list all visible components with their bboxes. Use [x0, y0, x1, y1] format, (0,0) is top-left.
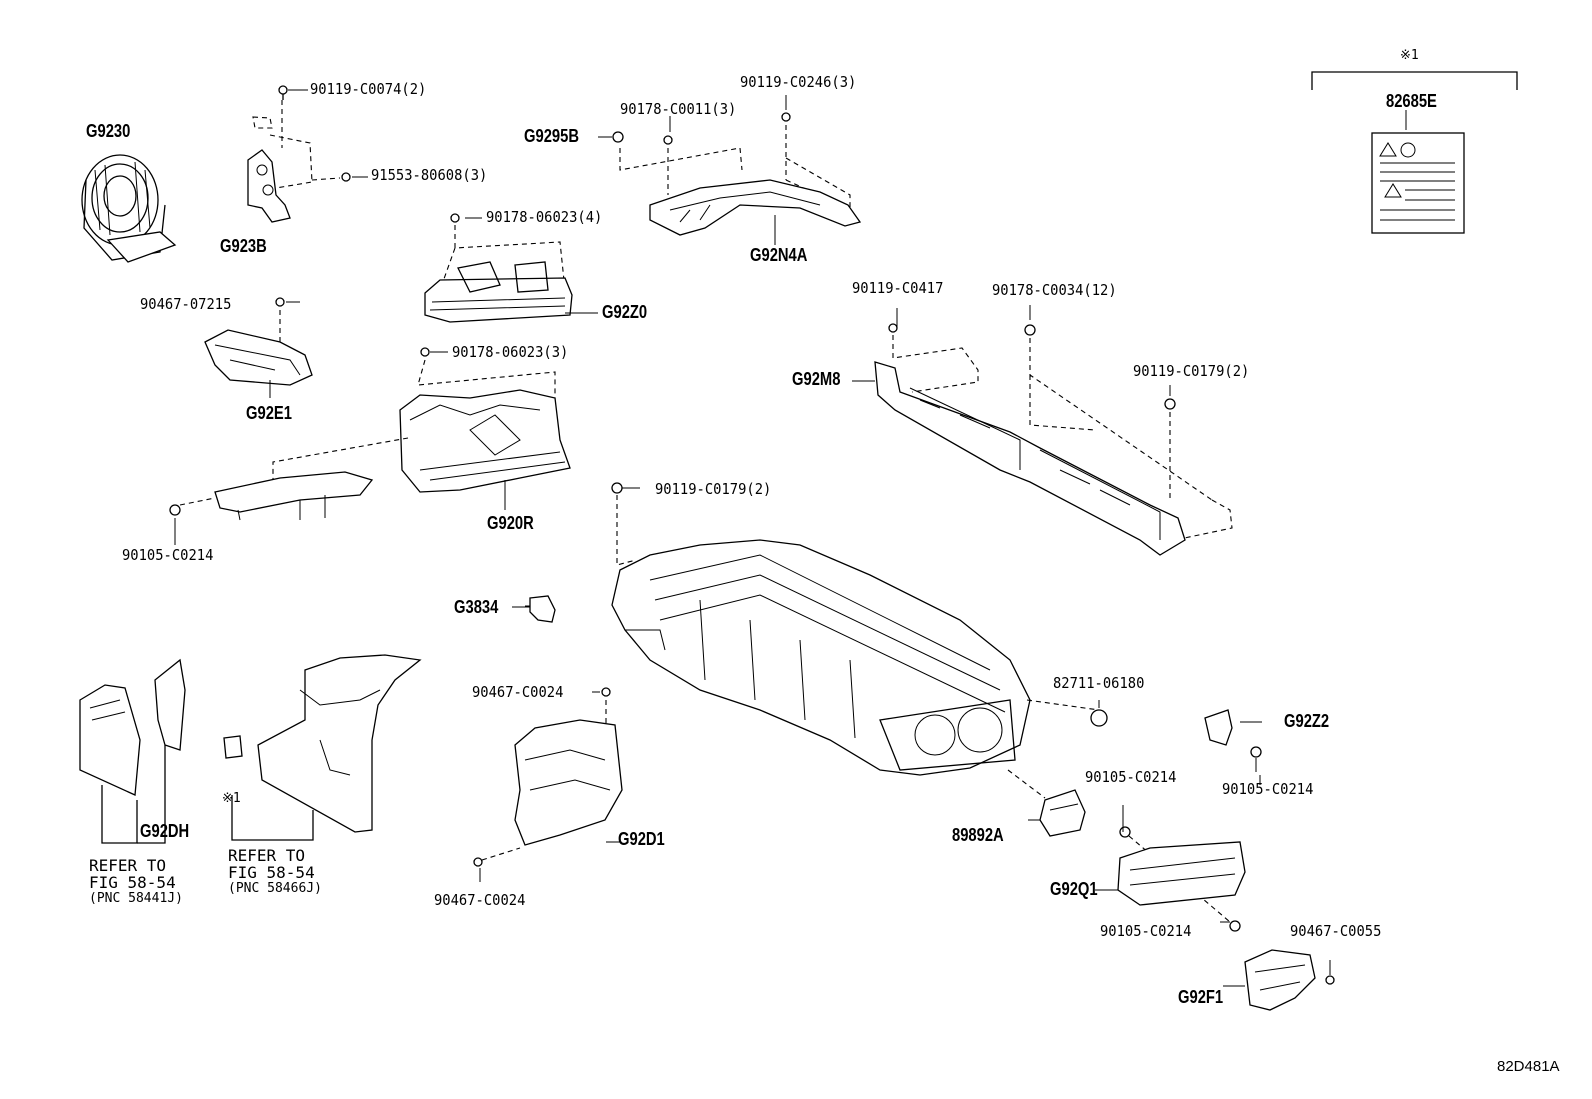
- leader-lines: [174, 89, 1407, 987]
- part-label-91553-80608[interactable]: 91553-80608(3): [371, 166, 488, 184]
- part-label-90467-c0024-bot[interactable]: 90467-C0024: [434, 891, 526, 909]
- part-label-90467-c0024-top[interactable]: 90467-C0024: [472, 683, 564, 701]
- part-label-82685e[interactable]: 82685E: [1386, 91, 1437, 111]
- side-panel-part[interactable]: [223, 654, 422, 841]
- refer-note-line2: FIG 58-54: [228, 862, 315, 882]
- part-label-g3834[interactable]: G3834: [454, 597, 499, 617]
- bracket-89892a-part[interactable]: [1007, 769, 1086, 837]
- refer-note-line1: REFER TO: [228, 846, 306, 865]
- part-label-90178-06023-3[interactable]: 90178-06023(3): [452, 343, 569, 361]
- refer-note-58441j[interactable]: REFER TO FIG 58-54 (PNC 58441J): [89, 856, 183, 906]
- part-label-90105-c0214-r2[interactable]: 90105-C0214: [1222, 780, 1314, 798]
- bracket-g92z2-part[interactable]: [1204, 709, 1262, 772]
- cover-g92q1-part[interactable]: [1117, 826, 1246, 923]
- rail-g92m8-part[interactable]: [874, 323, 1233, 556]
- part-label-g92n4a[interactable]: G92N4A: [750, 245, 808, 265]
- refer-note-line3: (PNC 58466J): [228, 880, 322, 896]
- part-label-90119-c0074[interactable]: 90119-C0074(2): [310, 80, 427, 98]
- clip-82711-part[interactable]: [1026, 699, 1108, 727]
- part-label-g92z2[interactable]: G92Z2: [1284, 711, 1330, 731]
- part-label-g920r[interactable]: G920R: [487, 513, 534, 533]
- warning-label-part[interactable]: [1311, 71, 1518, 234]
- part-label-g92dh[interactable]: G92DH: [140, 821, 190, 841]
- refer-note-line1: REFER TO: [89, 856, 167, 875]
- note-mark-top: ※1: [1400, 48, 1419, 63]
- clip-g3834-part[interactable]: [525, 595, 556, 623]
- duct-g92e1-part[interactable]: [204, 297, 313, 386]
- part-label-g9295b[interactable]: G9295B: [524, 126, 579, 146]
- part-label-90178-c0011[interactable]: 90178-C0011(3): [620, 100, 737, 118]
- part-label-g9230[interactable]: G9230: [86, 121, 131, 141]
- bracket-g923b-part[interactable]: [247, 85, 351, 223]
- part-label-g92m8[interactable]: G92M8: [792, 369, 841, 389]
- panel-g92dh-part[interactable]: [79, 658, 186, 844]
- part-label-90105-c0214-r1[interactable]: 90105-C0214: [1085, 768, 1177, 786]
- part-label-90467-07215[interactable]: 90467-07215: [140, 295, 232, 313]
- part-label-g92e1[interactable]: G92E1: [246, 403, 292, 423]
- part-label-90119-c0246[interactable]: 90119-C0246(3): [740, 73, 857, 91]
- refer-note-line2: FIG 58-54: [89, 872, 176, 892]
- control-unit-g92z0-part[interactable]: [424, 213, 573, 323]
- blower-fan-part[interactable]: [81, 154, 177, 263]
- part-label-g92d1[interactable]: G92D1: [618, 829, 665, 849]
- note-mark-panel: ※1: [222, 791, 241, 806]
- tray-g920r-part[interactable]: [169, 347, 571, 521]
- part-label-g92q1[interactable]: G92Q1: [1050, 879, 1098, 899]
- cover-g92d1-part[interactable]: [473, 687, 623, 867]
- part-label-g92z0[interactable]: G92Z0: [602, 302, 648, 322]
- part-label-g92f1[interactable]: G92F1: [1178, 987, 1224, 1007]
- part-label-90119-c0179-right[interactable]: 90119-C0179(2): [1133, 362, 1250, 380]
- part-label-90105-c0214-left[interactable]: 90105-C0214: [122, 546, 214, 564]
- duct-g92n4a-part[interactable]: [612, 112, 862, 236]
- part-label-90119-c0417[interactable]: 90119-C0417: [852, 279, 944, 297]
- part-label-90105-c0214-r3[interactable]: 90105-C0214: [1100, 922, 1192, 940]
- part-label-90119-c0179-mid[interactable]: 90119-C0179(2): [655, 480, 772, 498]
- part-label-90467-c0055[interactable]: 90467-C0055: [1290, 922, 1382, 940]
- part-label-89892a[interactable]: 89892A: [952, 825, 1004, 845]
- refer-note-line3: (PNC 58441J): [89, 890, 183, 906]
- part-label-82711-06180[interactable]: 82711-06180: [1053, 674, 1145, 692]
- diagram-code: 82D481A: [1497, 1058, 1560, 1075]
- refer-note-58466j[interactable]: REFER TO FIG 58-54 (PNC 58466J): [228, 846, 322, 896]
- part-label-90178-06023-4[interactable]: 90178-06023(4): [486, 208, 603, 226]
- bracket-g92f1-part[interactable]: [1229, 920, 1335, 1011]
- part-label-90178-c0034[interactable]: 90178-C0034(12): [992, 281, 1117, 299]
- battery-pack-assembly[interactable]: [611, 482, 1031, 776]
- part-label-g923b[interactable]: G923B: [220, 236, 267, 256]
